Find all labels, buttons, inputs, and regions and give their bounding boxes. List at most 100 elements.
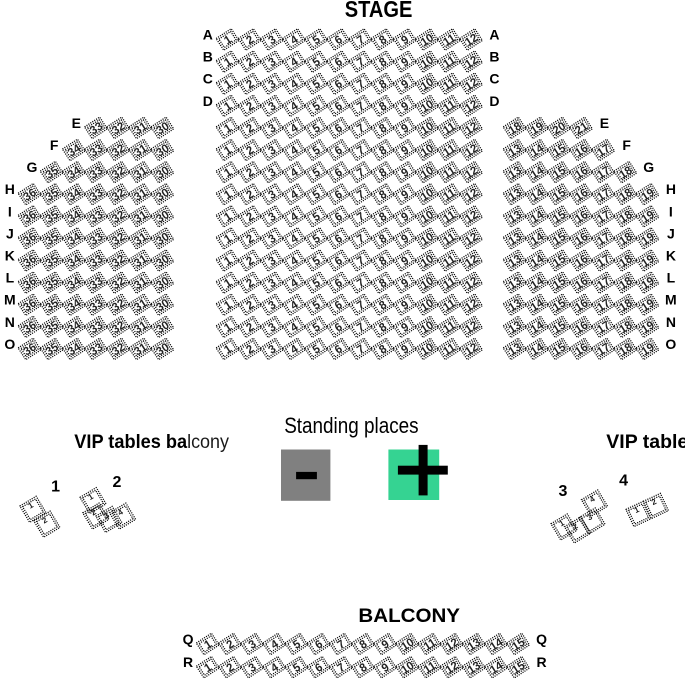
svg-text:16: 16: [573, 297, 590, 314]
svg-text:4: 4: [588, 494, 597, 504]
svg-text:32: 32: [110, 253, 127, 270]
svg-text:1: 1: [633, 505, 641, 515]
svg-text:3: 3: [266, 188, 278, 202]
svg-text:17: 17: [595, 231, 612, 248]
svg-text:O: O: [4, 336, 15, 352]
svg-text:36: 36: [22, 209, 39, 226]
svg-text:12: 12: [463, 54, 480, 71]
svg-text:B: B: [203, 49, 213, 65]
svg-text:13: 13: [507, 165, 524, 182]
svg-text:20: 20: [551, 120, 568, 137]
svg-text:13: 13: [507, 209, 524, 226]
svg-text:10: 10: [419, 54, 436, 71]
svg-text:32: 32: [110, 341, 127, 358]
svg-text:9: 9: [399, 343, 411, 357]
svg-text:9: 9: [399, 122, 411, 136]
svg-text:6: 6: [333, 100, 345, 114]
svg-text:2: 2: [244, 34, 256, 48]
svg-text:2: 2: [244, 233, 256, 247]
svg-text:10: 10: [419, 297, 436, 314]
svg-text:30: 30: [154, 297, 171, 314]
svg-text:7: 7: [355, 299, 367, 313]
svg-text:6: 6: [333, 299, 345, 313]
svg-text:M: M: [4, 292, 16, 308]
svg-text:7: 7: [355, 233, 367, 247]
svg-text:R: R: [183, 654, 193, 670]
svg-text:2: 2: [225, 638, 237, 652]
svg-text:13: 13: [507, 341, 524, 358]
svg-text:32: 32: [110, 142, 127, 159]
svg-text:33: 33: [88, 341, 105, 358]
svg-text:9: 9: [399, 34, 411, 48]
svg-text:J: J: [667, 225, 675, 241]
svg-text:12: 12: [463, 275, 480, 292]
svg-text:30: 30: [154, 275, 171, 292]
svg-text:19: 19: [639, 187, 656, 204]
svg-text:G: G: [27, 159, 38, 175]
svg-text:3: 3: [266, 34, 278, 48]
svg-text:13: 13: [507, 253, 524, 270]
svg-text:10: 10: [419, 76, 436, 93]
svg-text:C: C: [203, 71, 213, 87]
svg-text:6: 6: [333, 233, 345, 247]
svg-text:33: 33: [88, 253, 105, 270]
svg-text:3: 3: [247, 638, 259, 652]
svg-text:12: 12: [463, 32, 480, 49]
svg-text:12: 12: [444, 636, 461, 653]
svg-text:6: 6: [333, 166, 345, 180]
svg-text:3: 3: [102, 510, 111, 520]
svg-text:Q: Q: [536, 631, 547, 647]
svg-text:9: 9: [399, 166, 411, 180]
svg-text:A: A: [489, 27, 499, 43]
svg-text:J: J: [6, 225, 14, 241]
svg-text:13: 13: [507, 275, 524, 292]
svg-text:10: 10: [419, 275, 436, 292]
svg-text:17: 17: [595, 142, 612, 159]
svg-text:16: 16: [573, 231, 590, 248]
svg-text:12: 12: [463, 297, 480, 314]
svg-text:19: 19: [639, 209, 656, 226]
svg-text:19: 19: [639, 319, 656, 336]
svg-text:2: 2: [244, 78, 256, 92]
svg-text:3: 3: [266, 100, 278, 114]
svg-text:3: 3: [266, 122, 278, 136]
svg-text:32: 32: [110, 120, 127, 137]
svg-text:36: 36: [22, 297, 39, 314]
svg-text:2: 2: [244, 299, 256, 313]
svg-text:6: 6: [313, 638, 325, 652]
svg-text:H: H: [666, 181, 676, 197]
svg-text:6: 6: [333, 211, 345, 225]
svg-text:7: 7: [355, 188, 367, 202]
svg-text:O: O: [665, 336, 676, 352]
svg-text:33: 33: [88, 120, 105, 137]
svg-text:32: 32: [110, 165, 127, 182]
svg-text:STAGE: STAGE: [345, 0, 413, 22]
svg-text:2: 2: [244, 255, 256, 269]
svg-text:33: 33: [88, 187, 105, 204]
svg-text:M: M: [665, 292, 677, 308]
svg-text:3: 3: [266, 277, 278, 291]
svg-text:K: K: [5, 248, 15, 264]
svg-text:13: 13: [466, 660, 483, 677]
svg-text:33: 33: [88, 319, 105, 336]
svg-text:33: 33: [88, 209, 105, 226]
svg-text:6: 6: [333, 277, 345, 291]
svg-text:30: 30: [154, 253, 171, 270]
svg-text:12: 12: [463, 209, 480, 226]
svg-text:7: 7: [355, 343, 367, 357]
svg-text:10: 10: [419, 187, 436, 204]
svg-text:16: 16: [573, 209, 590, 226]
svg-text:2: 2: [244, 211, 256, 225]
svg-text:17: 17: [595, 297, 612, 314]
svg-text:2: 2: [244, 166, 256, 180]
svg-text:33: 33: [88, 275, 105, 292]
svg-text:F: F: [622, 137, 631, 153]
svg-text:A: A: [203, 27, 213, 43]
svg-text:32: 32: [110, 275, 127, 292]
svg-text:6: 6: [333, 144, 345, 158]
svg-text:N: N: [666, 314, 676, 330]
svg-text:33: 33: [88, 231, 105, 248]
svg-text:2: 2: [244, 144, 256, 158]
svg-text:36: 36: [22, 253, 39, 270]
svg-text:9: 9: [399, 144, 411, 158]
